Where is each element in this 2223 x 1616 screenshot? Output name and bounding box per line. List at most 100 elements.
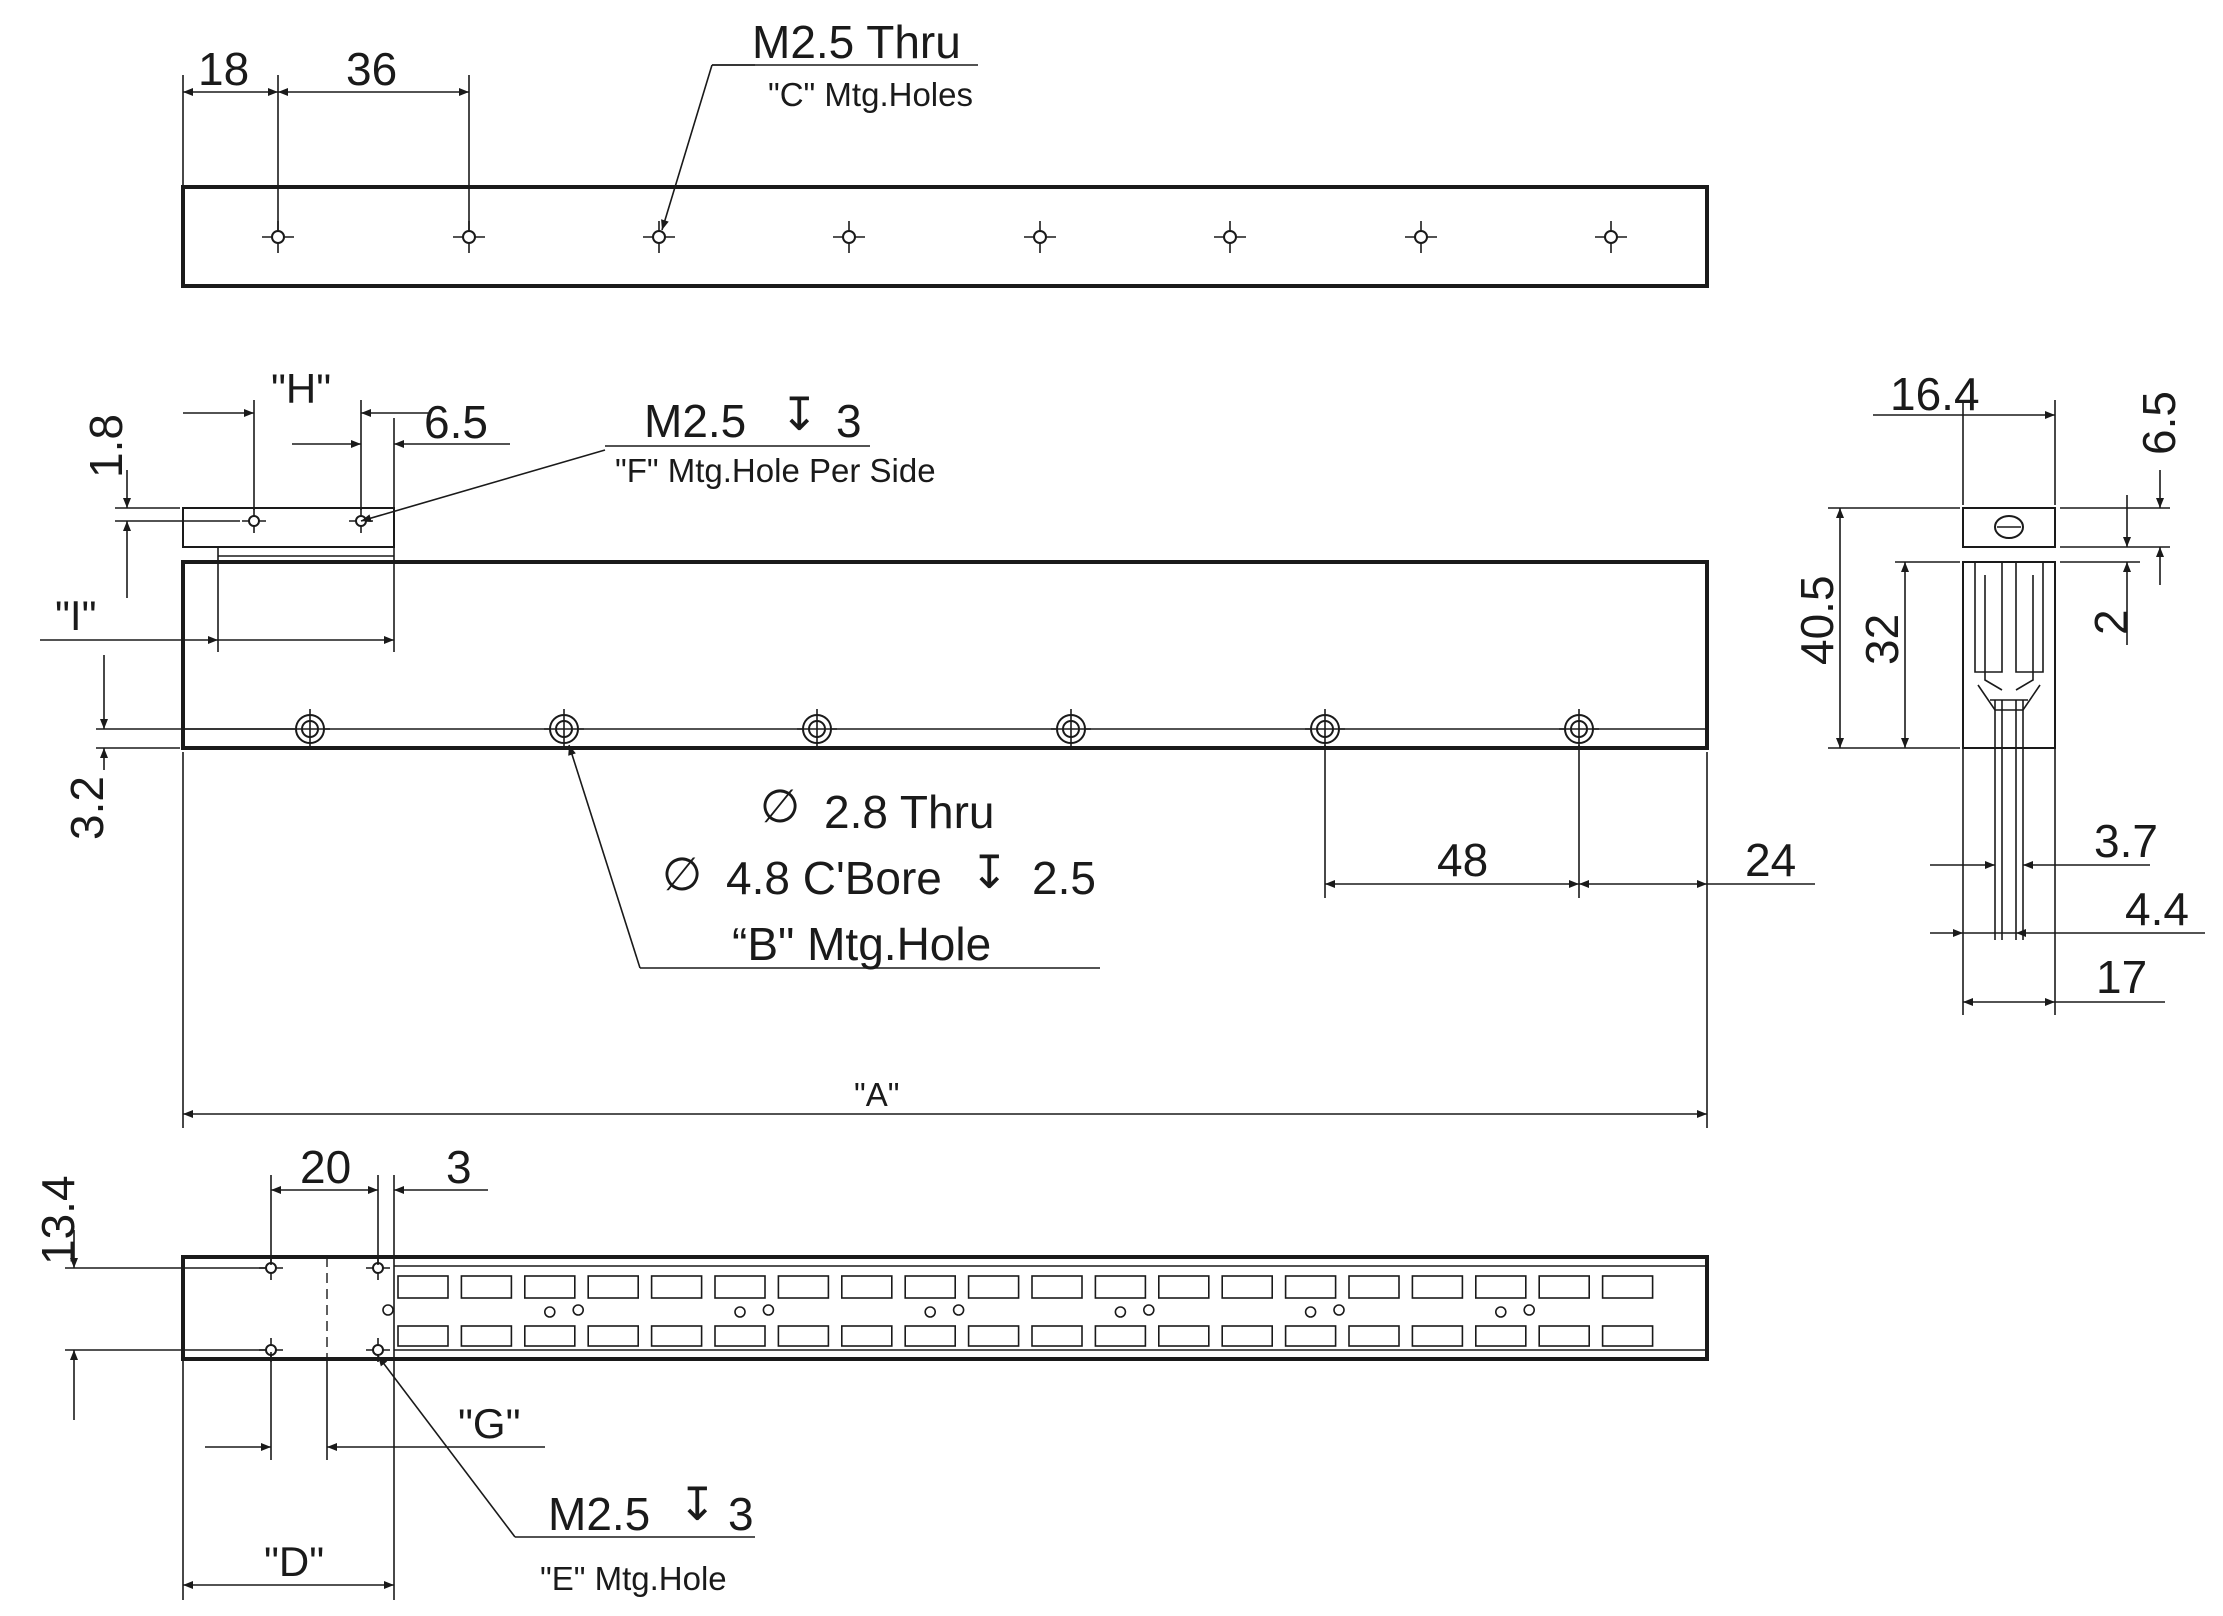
c-mounting-holes bbox=[262, 221, 1627, 253]
bottom-view: 20 3 13.4 "G" M2.5 ↧ 3 "E" Mtg.Hole "D" bbox=[32, 1141, 1709, 1600]
b-hole bbox=[544, 709, 584, 749]
rail-slot bbox=[650, 1275, 703, 1299]
g-label: "G" bbox=[458, 1400, 521, 1447]
rail-slot bbox=[1094, 1275, 1147, 1299]
rail-slot bbox=[1475, 1325, 1527, 1347]
side-carriage bbox=[1962, 507, 2056, 548]
rail-slot bbox=[523, 1325, 576, 1347]
rail-slot bbox=[777, 1275, 830, 1299]
rail-pin bbox=[1523, 1304, 1535, 1316]
bottom-view-body bbox=[181, 1255, 1709, 1361]
c-hole bbox=[1214, 221, 1246, 253]
rail-slot bbox=[1538, 1275, 1590, 1299]
c-hole bbox=[833, 221, 865, 253]
rail-slot bbox=[1601, 1275, 1654, 1299]
rail-slot bbox=[1348, 1275, 1400, 1299]
rail-pin bbox=[572, 1304, 585, 1316]
dim-text-48: 48 bbox=[1437, 834, 1488, 886]
dim-text-6-5-side: 6.5 bbox=[2133, 391, 2185, 455]
b-cbore-text: 4.8 C'Bore bbox=[726, 852, 942, 904]
dim-text-3-2: 3.2 bbox=[61, 776, 113, 840]
c-hole bbox=[1024, 221, 1056, 253]
rail-slot bbox=[1411, 1325, 1464, 1347]
rail-slot-row-bottom bbox=[397, 1325, 1654, 1347]
rail-slot bbox=[397, 1275, 449, 1299]
rail-slot bbox=[1284, 1275, 1337, 1299]
rail-slot bbox=[967, 1275, 1020, 1299]
c-hole bbox=[262, 221, 294, 253]
rail-pin bbox=[1114, 1306, 1127, 1318]
rail-slot bbox=[1411, 1275, 1464, 1299]
rail-slot bbox=[904, 1325, 957, 1347]
rail-slot bbox=[1475, 1275, 1527, 1299]
dim-text-3: 3 bbox=[446, 1141, 472, 1193]
rail-slot bbox=[1348, 1325, 1400, 1347]
rail-slot bbox=[1158, 1325, 1210, 1347]
front-view-body bbox=[181, 560, 1709, 750]
c-hole bbox=[1405, 221, 1437, 253]
f-callout-thread: M2.5 bbox=[644, 395, 746, 447]
rail-slot bbox=[523, 1275, 576, 1299]
rail-pin bbox=[734, 1306, 746, 1318]
e-leader bbox=[377, 1355, 516, 1538]
rail-pin bbox=[382, 1304, 394, 1316]
b-depth-symbol: ↧ bbox=[970, 846, 1009, 898]
dim-text-1-8: 1.8 bbox=[80, 414, 132, 478]
e-note-text: "E" Mtg.Hole bbox=[540, 1560, 727, 1597]
rail-slot bbox=[460, 1275, 513, 1299]
rail-pin bbox=[1143, 1304, 1155, 1316]
c-hole bbox=[453, 221, 485, 253]
b-hole bbox=[1305, 709, 1345, 749]
rail-slot bbox=[714, 1325, 766, 1347]
rail-pin bbox=[952, 1304, 965, 1316]
c-callout-text: M2.5 Thru bbox=[752, 16, 961, 68]
rail-slot bbox=[1221, 1275, 1273, 1299]
dim-text-20: 20 bbox=[300, 1141, 351, 1193]
carriage-block bbox=[182, 507, 395, 548]
b-thru-text: 2.8 Thru bbox=[824, 786, 994, 838]
rail-slot bbox=[587, 1325, 640, 1347]
side-body bbox=[1962, 561, 2056, 749]
dim-text-6-5-top: 6.5 bbox=[424, 396, 488, 448]
rail-slot bbox=[777, 1325, 830, 1347]
rail-pin bbox=[543, 1306, 556, 1318]
dim-text-17: 17 bbox=[2096, 951, 2147, 1003]
f-depth-symbol: ↧ bbox=[780, 388, 819, 440]
top-view-body bbox=[181, 185, 1709, 288]
rail-slot bbox=[840, 1275, 893, 1299]
rail-slot bbox=[967, 1325, 1020, 1347]
b-hole bbox=[1051, 709, 1091, 749]
rail-slot bbox=[904, 1275, 957, 1299]
rail-pins bbox=[382, 1304, 1535, 1318]
front-view: "H" 6.5 1.8 M2.5 ↧ 3 "F" Mtg.Hole Per Si… bbox=[40, 365, 1815, 1128]
rail-slot bbox=[1221, 1325, 1273, 1347]
b-dia-symbol-2: ∅ bbox=[662, 848, 702, 900]
c-hole bbox=[1595, 221, 1627, 253]
e-callout-thread: M2.5 bbox=[548, 1488, 650, 1540]
f-note-text: "F" Mtg.Hole Per Side bbox=[615, 452, 936, 489]
a-label: "A" bbox=[854, 1076, 899, 1113]
rail-slot bbox=[587, 1275, 640, 1299]
f-leader bbox=[360, 449, 606, 523]
dim-text-18: 18 bbox=[198, 43, 249, 95]
rail-pin bbox=[1304, 1306, 1317, 1318]
c-leader bbox=[661, 64, 713, 231]
f-hole bbox=[242, 509, 266, 533]
rail-slot bbox=[840, 1325, 893, 1347]
rail-pin bbox=[762, 1304, 775, 1316]
h-label: "H" bbox=[271, 365, 331, 412]
dim-text-36: 36 bbox=[346, 43, 397, 95]
c-note-text: "C" Mtg.Holes bbox=[768, 76, 973, 113]
rail-slot bbox=[1284, 1325, 1337, 1347]
dim-text-3-7: 3.7 bbox=[2094, 815, 2158, 867]
dim-text-4-4: 4.4 bbox=[2125, 883, 2189, 935]
rail-slot bbox=[460, 1325, 513, 1347]
dim-text-13-4: 13.4 bbox=[32, 1175, 84, 1265]
rail-slot bbox=[650, 1325, 703, 1347]
rail-pin bbox=[1495, 1306, 1507, 1318]
b-cbore-depth: 2.5 bbox=[1032, 852, 1096, 904]
i-label: "I" bbox=[55, 592, 97, 639]
e-depth-symbol: ↧ bbox=[678, 1478, 717, 1530]
rail-slot bbox=[1094, 1325, 1147, 1347]
